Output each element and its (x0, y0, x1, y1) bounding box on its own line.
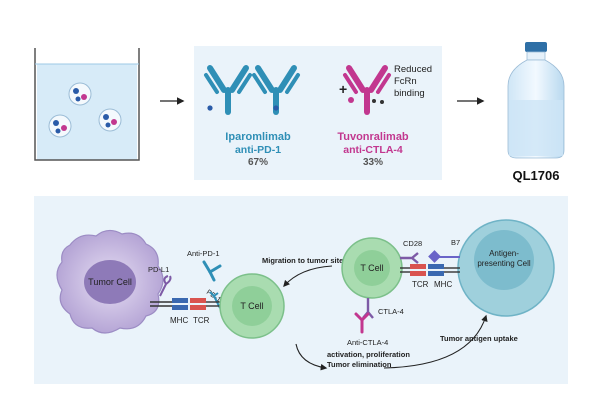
iparomlimab-percent: 67% (248, 157, 268, 168)
iparomlimab-antibody-icon (252, 65, 300, 115)
tuvonralimab-antibody-icon (343, 65, 391, 115)
tuvonralimab-target: anti-CTLA-4 (343, 144, 403, 156)
culture-dish-icon (34, 48, 140, 161)
t-cell-right-label: T Cell (360, 263, 383, 273)
reduced-fcrn-line2: FcRn (394, 76, 417, 87)
apc-nucleus (474, 230, 534, 290)
pd-l1-label: PD-L1 (148, 265, 169, 274)
migration-arrow (283, 265, 333, 287)
plus-sign: + (339, 81, 347, 97)
b7-label: B7 (451, 238, 460, 247)
antigen-dot-icon (348, 97, 354, 103)
tcr-label-right: TCR (412, 280, 429, 289)
tcr-label-left: TCR (193, 316, 210, 325)
tuvonralimab-name: Tuvonralimab (337, 131, 409, 143)
ctla4-label: CTLA-4 (378, 307, 404, 316)
mhc-label-left: MHC (170, 316, 188, 325)
activation-arrow (295, 343, 328, 371)
cell-cluster-icon (68, 82, 92, 106)
iparomlimab-target: anti-PD-1 (235, 144, 281, 156)
migration-label: Migration to tumor site (262, 256, 343, 265)
tcr-mhc-complex-right (400, 264, 460, 276)
mutation-dot-icon (380, 100, 384, 104)
activation-line2: Tumor elimination (327, 360, 392, 369)
reduced-fcrn-line1: Reduced (394, 64, 432, 75)
iparomlimab-antibody-icon (204, 65, 252, 115)
antibody-panel (194, 46, 442, 180)
reduced-fcrn-line3: binding (394, 88, 425, 99)
anti-pd1-label: Anti-PD-1 (187, 249, 220, 258)
apc-label-line2: presenting Cell (477, 259, 531, 268)
anti-ctla4-antibody-icon (354, 312, 370, 334)
cd28-label: CD28 (403, 239, 422, 248)
mhc-label-right: MHC (434, 280, 452, 289)
tumor-cell-label: Tumor Cell (88, 277, 132, 287)
t-cell-left-label: T Cell (240, 301, 263, 311)
anti-pd1-antibody-icon (202, 260, 222, 282)
antigen-dot-icon (273, 105, 279, 111)
antigen-uptake-label: Tumor antigen uptake (440, 334, 518, 343)
tuvonralimab-percent: 33% (363, 157, 383, 168)
t-cell-right-nucleus (354, 250, 390, 286)
antigen-dot-icon (207, 105, 213, 111)
pd-l1-receptor-icon (159, 275, 172, 297)
anti-ctla4-label: Anti-CTLA-4 (347, 338, 388, 347)
mutation-dot-icon (372, 99, 376, 103)
antigen-uptake-arrow (383, 314, 488, 369)
activation-line1: activation, proliferation (327, 350, 410, 359)
t-cell-left-nucleus (232, 286, 272, 326)
apc-label-line1: Antigen- (489, 249, 519, 258)
tumor-cell (56, 229, 164, 334)
iparomlimab-name: Iparomlimab (225, 131, 291, 143)
drug-vial-icon (507, 42, 565, 159)
cd28-receptor-icon (400, 252, 419, 264)
mhc-tcr-complex-left (150, 298, 222, 310)
b7-ligand-icon (428, 250, 441, 263)
product-name: QL1706 (513, 168, 560, 183)
cell-cluster-icon (48, 114, 72, 138)
cell-cluster-icon (98, 108, 122, 132)
